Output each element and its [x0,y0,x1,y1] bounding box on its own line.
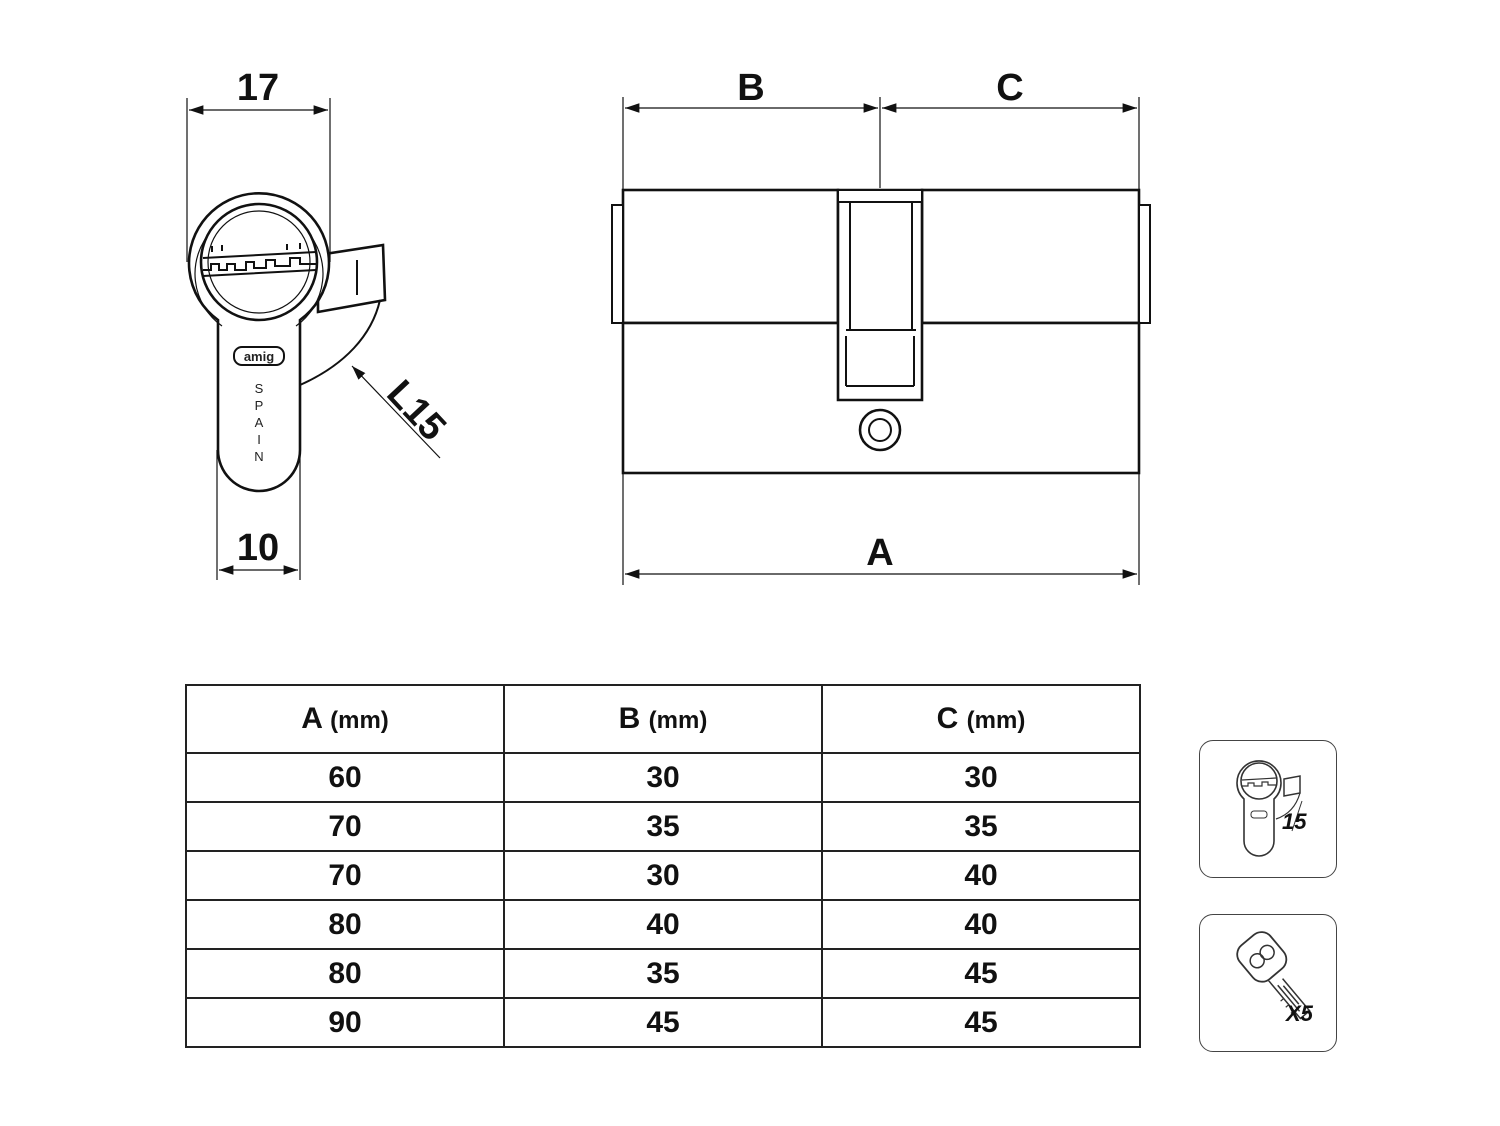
table-row: 60 30 30 [185,752,1141,803]
svg-text:I: I [257,432,261,447]
cell-a: 80 [185,899,505,950]
header-a: A (mm) [185,684,505,754]
cell-c: 40 [821,899,1141,950]
cell-c: 40 [821,850,1141,901]
cell-a: 60 [185,752,505,803]
leader-l15 [351,365,441,459]
keyway-value: 15 [1282,809,1307,834]
cell-c: 45 [821,997,1141,1048]
cell-b: 30 [503,850,823,901]
dimension-17: 17 [237,67,279,109]
cell-a: 90 [185,997,505,1048]
cell-b: 40 [503,899,823,950]
dimensions-table: A (mm) B (mm) C (mm) 60 30 30 70 35 35 7… [185,684,1141,1048]
keys-badge: X5 [1199,914,1337,1052]
table-row: 80 40 40 [185,899,1141,950]
keyway-badge: 15 [1199,740,1337,878]
svg-text:S: S [255,381,264,396]
header-b: B (mm) [503,684,823,754]
dimension-l15: L15 [378,372,453,449]
cell-b: 45 [503,997,823,1048]
fixing-screw-hole [858,408,902,452]
origin-stamp: S P A I N [254,381,263,464]
dimension-a: A [866,532,893,574]
right-barrel [920,188,1141,325]
brand-logo [233,346,285,366]
dimension-10: 10 [237,527,279,569]
cam-swing-arc [299,299,381,386]
dimension-b: B [737,67,764,109]
header-c: C (mm) [821,684,1141,754]
cell-b: 30 [503,752,823,803]
cell-a: 70 [185,801,505,852]
front-view: B C A [611,67,1151,585]
svg-text:N: N [254,449,263,464]
cylinder-profile-icon [1236,760,1303,857]
technical-drawing: amig S P A I N 17 10 L15 [186,67,1151,585]
key-icon [1236,931,1311,1020]
keys-count: X5 [1286,1001,1313,1026]
cell-b: 35 [503,948,823,999]
cell-c: 35 [821,801,1141,852]
table-header-row: A (mm) B (mm) C (mm) [185,684,1141,754]
cell-c: 45 [821,948,1141,999]
cell-a: 80 [185,948,505,999]
cell-a: 70 [185,850,505,901]
profile-view: amig S P A I N 17 10 L15 [186,67,454,580]
table-row: 70 30 40 [185,850,1141,901]
cell-b: 35 [503,801,823,852]
svg-text:amig: amig [244,349,274,364]
left-barrel [621,188,840,325]
svg-text:A: A [255,415,264,430]
table-row: 90 45 45 [185,997,1141,1048]
keyway [202,243,317,277]
table-row: 80 35 45 [185,948,1141,999]
dimension-c: C [996,67,1023,109]
plug [199,202,319,322]
cell-c: 30 [821,752,1141,803]
table-row: 70 35 35 [185,801,1141,852]
svg-text:P: P [255,398,264,413]
